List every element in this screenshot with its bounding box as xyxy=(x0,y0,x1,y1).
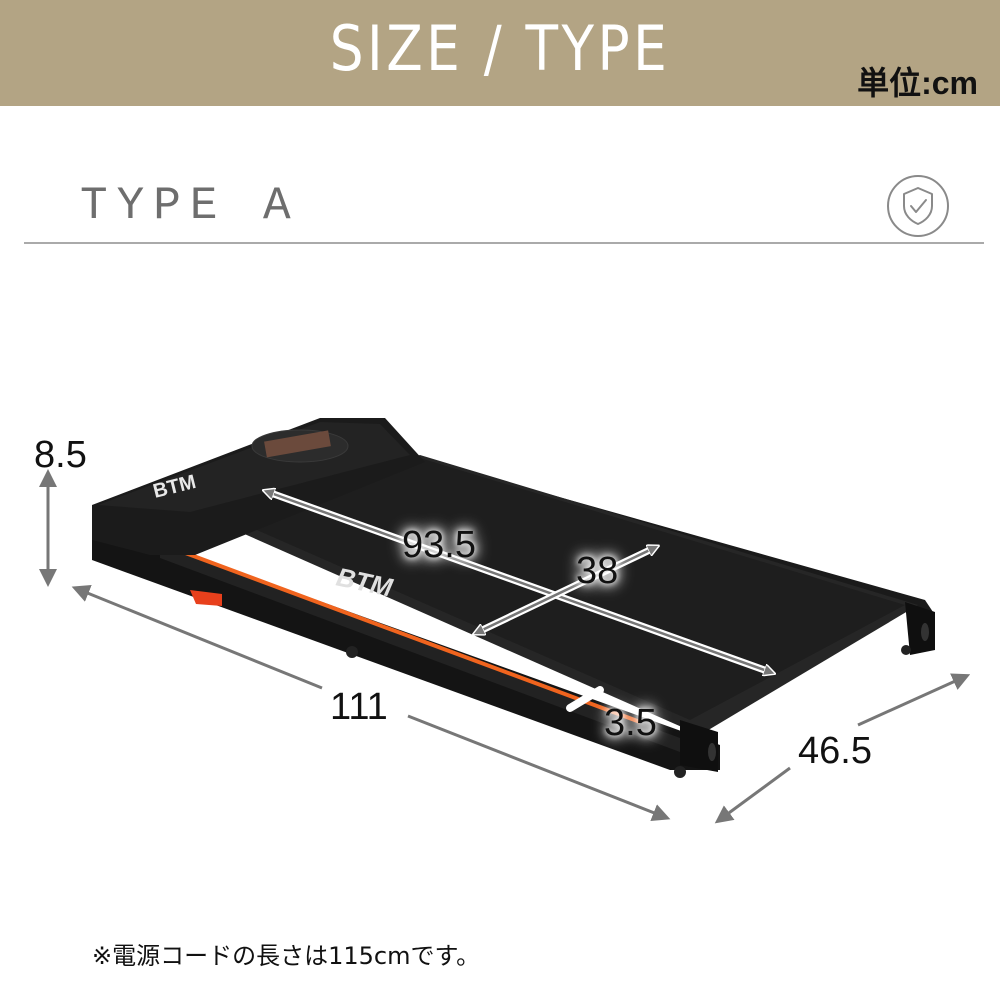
dimension-running-width: 38 xyxy=(576,550,619,592)
treadmill-image: BTM BTM xyxy=(39,418,971,824)
dimension-running-length: 93.5 xyxy=(402,524,476,566)
dimension-total-width: 46.5 xyxy=(798,730,872,772)
shield-check-icon xyxy=(886,174,950,238)
dimension-total-length: 111 xyxy=(330,686,388,728)
power-cord-note: ※電源コードの長さは115cmです。 xyxy=(92,942,481,970)
dimension-deck-height: 3.5 xyxy=(604,702,657,744)
page-title: SIZE / TYPE xyxy=(329,12,671,85)
section-title: TYPE A xyxy=(80,180,300,232)
header-banner: SIZE / TYPE 単位:cm xyxy=(0,0,1000,106)
treadmill-illustration: BTM BTM 8.5 93.5 38 111 46.5 3.5 xyxy=(0,260,1000,910)
section-divider xyxy=(24,242,984,244)
dimension-height: 8.5 xyxy=(34,434,87,476)
unit-label: 単位:cm xyxy=(857,65,978,101)
